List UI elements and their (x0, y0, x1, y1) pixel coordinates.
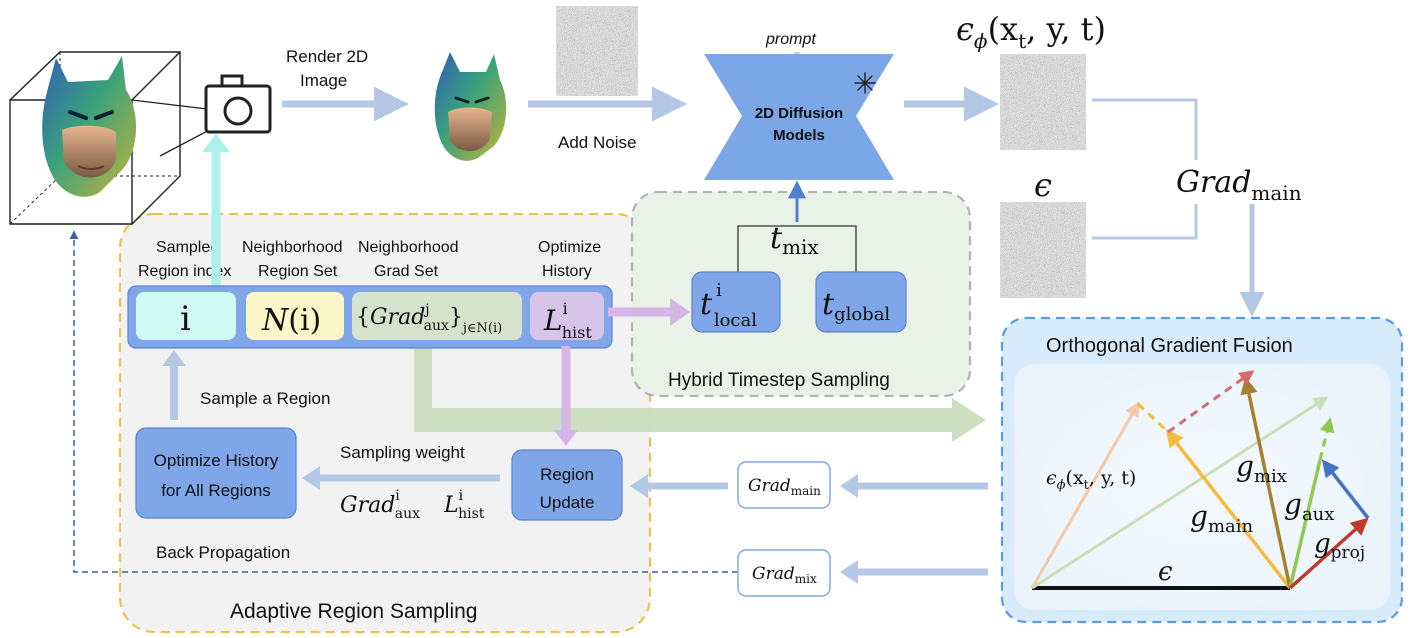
col-ngrad-line2: Grad Set (374, 263, 439, 280)
vector-gmain (1165, 429, 1292, 590)
gt-noise-image (1000, 202, 1086, 298)
back-prop-line (69, 230, 738, 573)
hybrid-timestep-panel (630, 190, 972, 398)
vector-gproj-label: gproj (1314, 529, 1365, 563)
cell-neighborhood-set-text: N(i) (261, 303, 321, 338)
grad-main-big-label: Gradmain (1176, 165, 1302, 205)
grad-connector (1092, 98, 1198, 160)
sample-region-head (162, 350, 186, 366)
eps-label: ϵ (1034, 166, 1052, 204)
render-label-line1: Render 2D (286, 47, 368, 66)
vector-eps-phi-ext (1031, 396, 1329, 590)
vector-gmix (1240, 376, 1292, 589)
region-update-line1: Region (540, 465, 594, 484)
diffusion-label-line1: 2D Diffusion (755, 105, 843, 122)
col-sampled-line1: Sampled (156, 239, 219, 256)
render-label-line2: Image (300, 71, 347, 90)
vector-gmain-label: gmain (1190, 500, 1253, 537)
col-nset-line1: Neighborhood (242, 239, 343, 256)
t-global-box (815, 271, 907, 333)
grad-main-box-label: Gradmain (748, 476, 821, 498)
ogf-to-gradmain-head (840, 474, 858, 498)
camera-icon (204, 74, 272, 134)
ogf-to-gradmix-head (840, 560, 858, 584)
optimize-all-line2: for All Regions (161, 481, 271, 500)
predicted-noise-image (1000, 54, 1086, 150)
tmix-bracket (737, 225, 857, 284)
eps-phi-label: ϵϕ(xt, y, t) (956, 10, 1106, 53)
col-hist-line2: History (542, 263, 592, 280)
vector-eps-phi (1030, 401, 1140, 589)
sampling-weight-head (302, 466, 320, 490)
optimize-all-box (135, 427, 297, 519)
vector-eps-label: ϵ (1158, 557, 1173, 587)
add-noise-label: Add Noise (558, 133, 636, 152)
vector-gaux-label: gaux (1284, 488, 1334, 525)
sampling-weight-label: Sampling weight (340, 443, 465, 462)
hybrid-title: Hybrid Timestep Sampling (668, 370, 890, 391)
cell-region-index (136, 292, 236, 340)
cell-grad-set (352, 292, 522, 340)
noisy-image (556, 6, 638, 96)
cell-neighborhood-set (246, 292, 344, 340)
t-local-box (691, 271, 781, 333)
vector-eps-phi-label: ϵϕ(xt, y, t) (1046, 467, 1136, 493)
head-2d-icon (434, 52, 507, 161)
sample-region-label: Sample a Region (200, 389, 330, 408)
col-nset-line2: Region Set (258, 263, 338, 280)
grad-main-box[interactable] (737, 461, 831, 509)
back-prop-label: Back Propagation (156, 543, 290, 562)
optimize-all-line1: Optimize History (154, 451, 279, 470)
region-update-box (511, 449, 623, 521)
cell-history (530, 292, 604, 340)
ogf-inner-panel (1014, 364, 1390, 610)
update-feedback-head (630, 474, 648, 498)
snowflake-icon (854, 72, 876, 94)
cell-region-index-text: i (180, 299, 191, 339)
history-to-tlocal-head (670, 298, 690, 326)
vector-gmix-label: gmix (1236, 450, 1287, 487)
vector-gmain-dash (1136, 402, 1168, 432)
vector-gproj (1288, 517, 1369, 590)
t-global-label: tglobal (822, 287, 890, 325)
grad-connector-lower (1092, 204, 1198, 240)
grad-set-band (414, 340, 986, 442)
head-3d-icon (42, 56, 137, 197)
prompt-label: prompt (765, 31, 816, 48)
grad-mix-box[interactable] (737, 549, 831, 597)
history-to-update-head (554, 430, 578, 446)
grad-mix-box-label: Gradmix (752, 564, 817, 586)
col-hist-line1: Optimize (538, 239, 601, 256)
sample-to-camera-head (202, 134, 230, 152)
tmix-label: tmix (770, 221, 819, 259)
vector-blue (1321, 459, 1370, 520)
col-sampled-line2: Region index (138, 263, 231, 280)
col-ngrad-line1: Neighborhood (358, 239, 459, 256)
region-update-line2: Update (540, 493, 595, 512)
adaptive-title: Adaptive Region Sampling (230, 600, 478, 623)
ogf-title: Orthogonal Gradient Fusion (1046, 335, 1293, 357)
diffusion-model-shape (704, 54, 894, 180)
vector-gaux-dash (1318, 417, 1335, 461)
vector-gaux (1288, 459, 1322, 589)
diffusion-label-line2: Models (773, 127, 825, 144)
vector-red-dash (1167, 370, 1255, 434)
